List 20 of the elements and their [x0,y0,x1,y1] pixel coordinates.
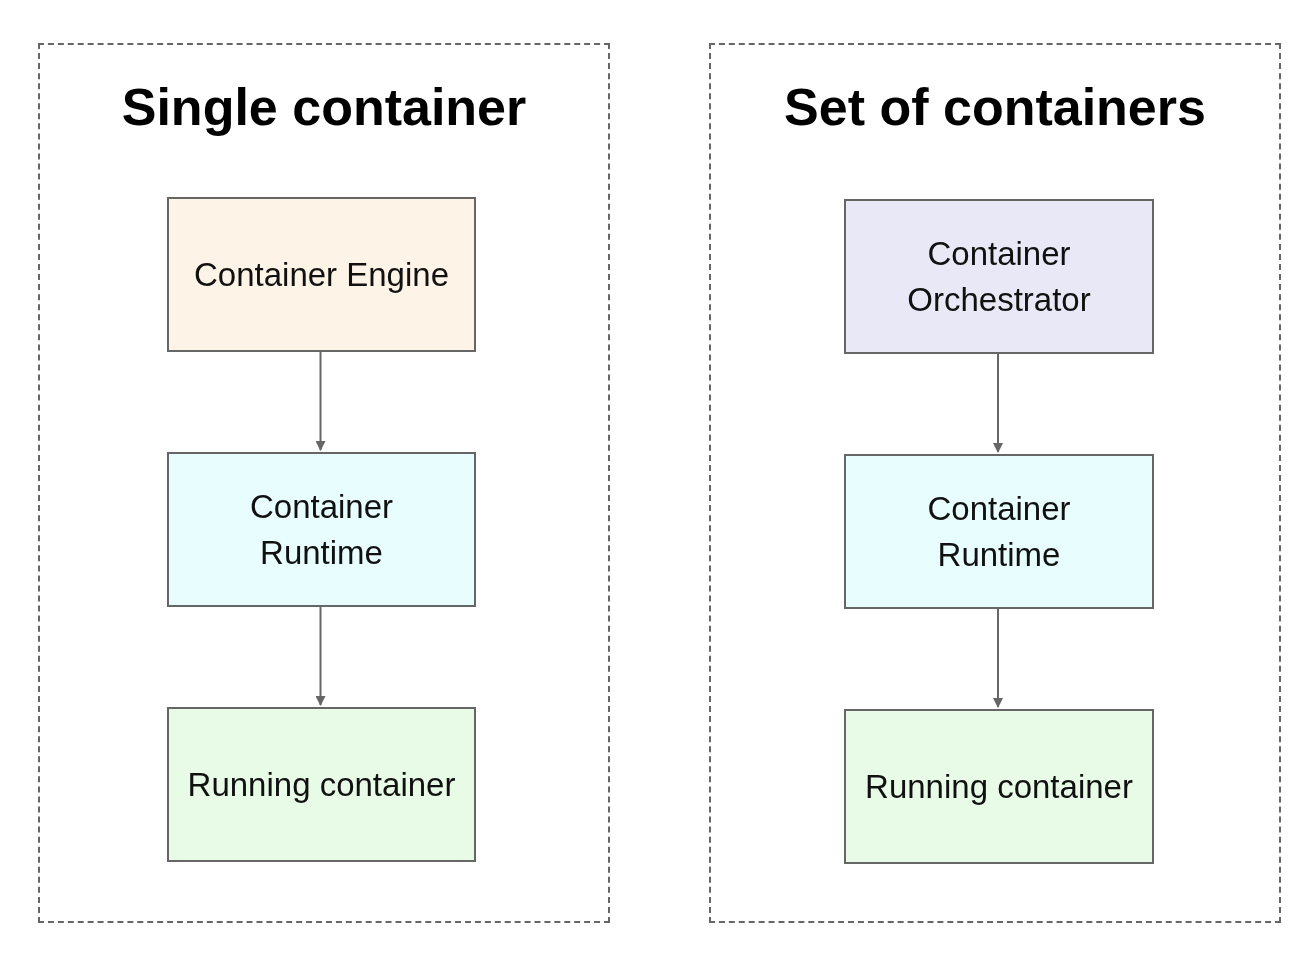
dashed-group-box [709,43,1281,923]
box-label: Running container [864,766,1134,807]
process-box [844,199,1154,354]
group-title: Set of containers [783,77,1207,138]
process-box [167,452,476,607]
process-box [844,709,1154,864]
arrow [315,351,326,451]
arrow [993,608,1003,708]
box-label: Container Orchestrator [906,233,1092,320]
box-label: Running container [186,764,457,805]
box-label: Container Engine [193,254,450,295]
process-box [167,197,476,352]
dashed-group-box [38,43,610,923]
arrow [993,353,1003,453]
box-label: Container Runtime [248,486,395,573]
box-label: Container Runtime [926,488,1072,575]
process-box [844,454,1154,609]
arrow [315,606,326,706]
group-title: Single container [120,77,528,138]
process-box [167,707,476,862]
